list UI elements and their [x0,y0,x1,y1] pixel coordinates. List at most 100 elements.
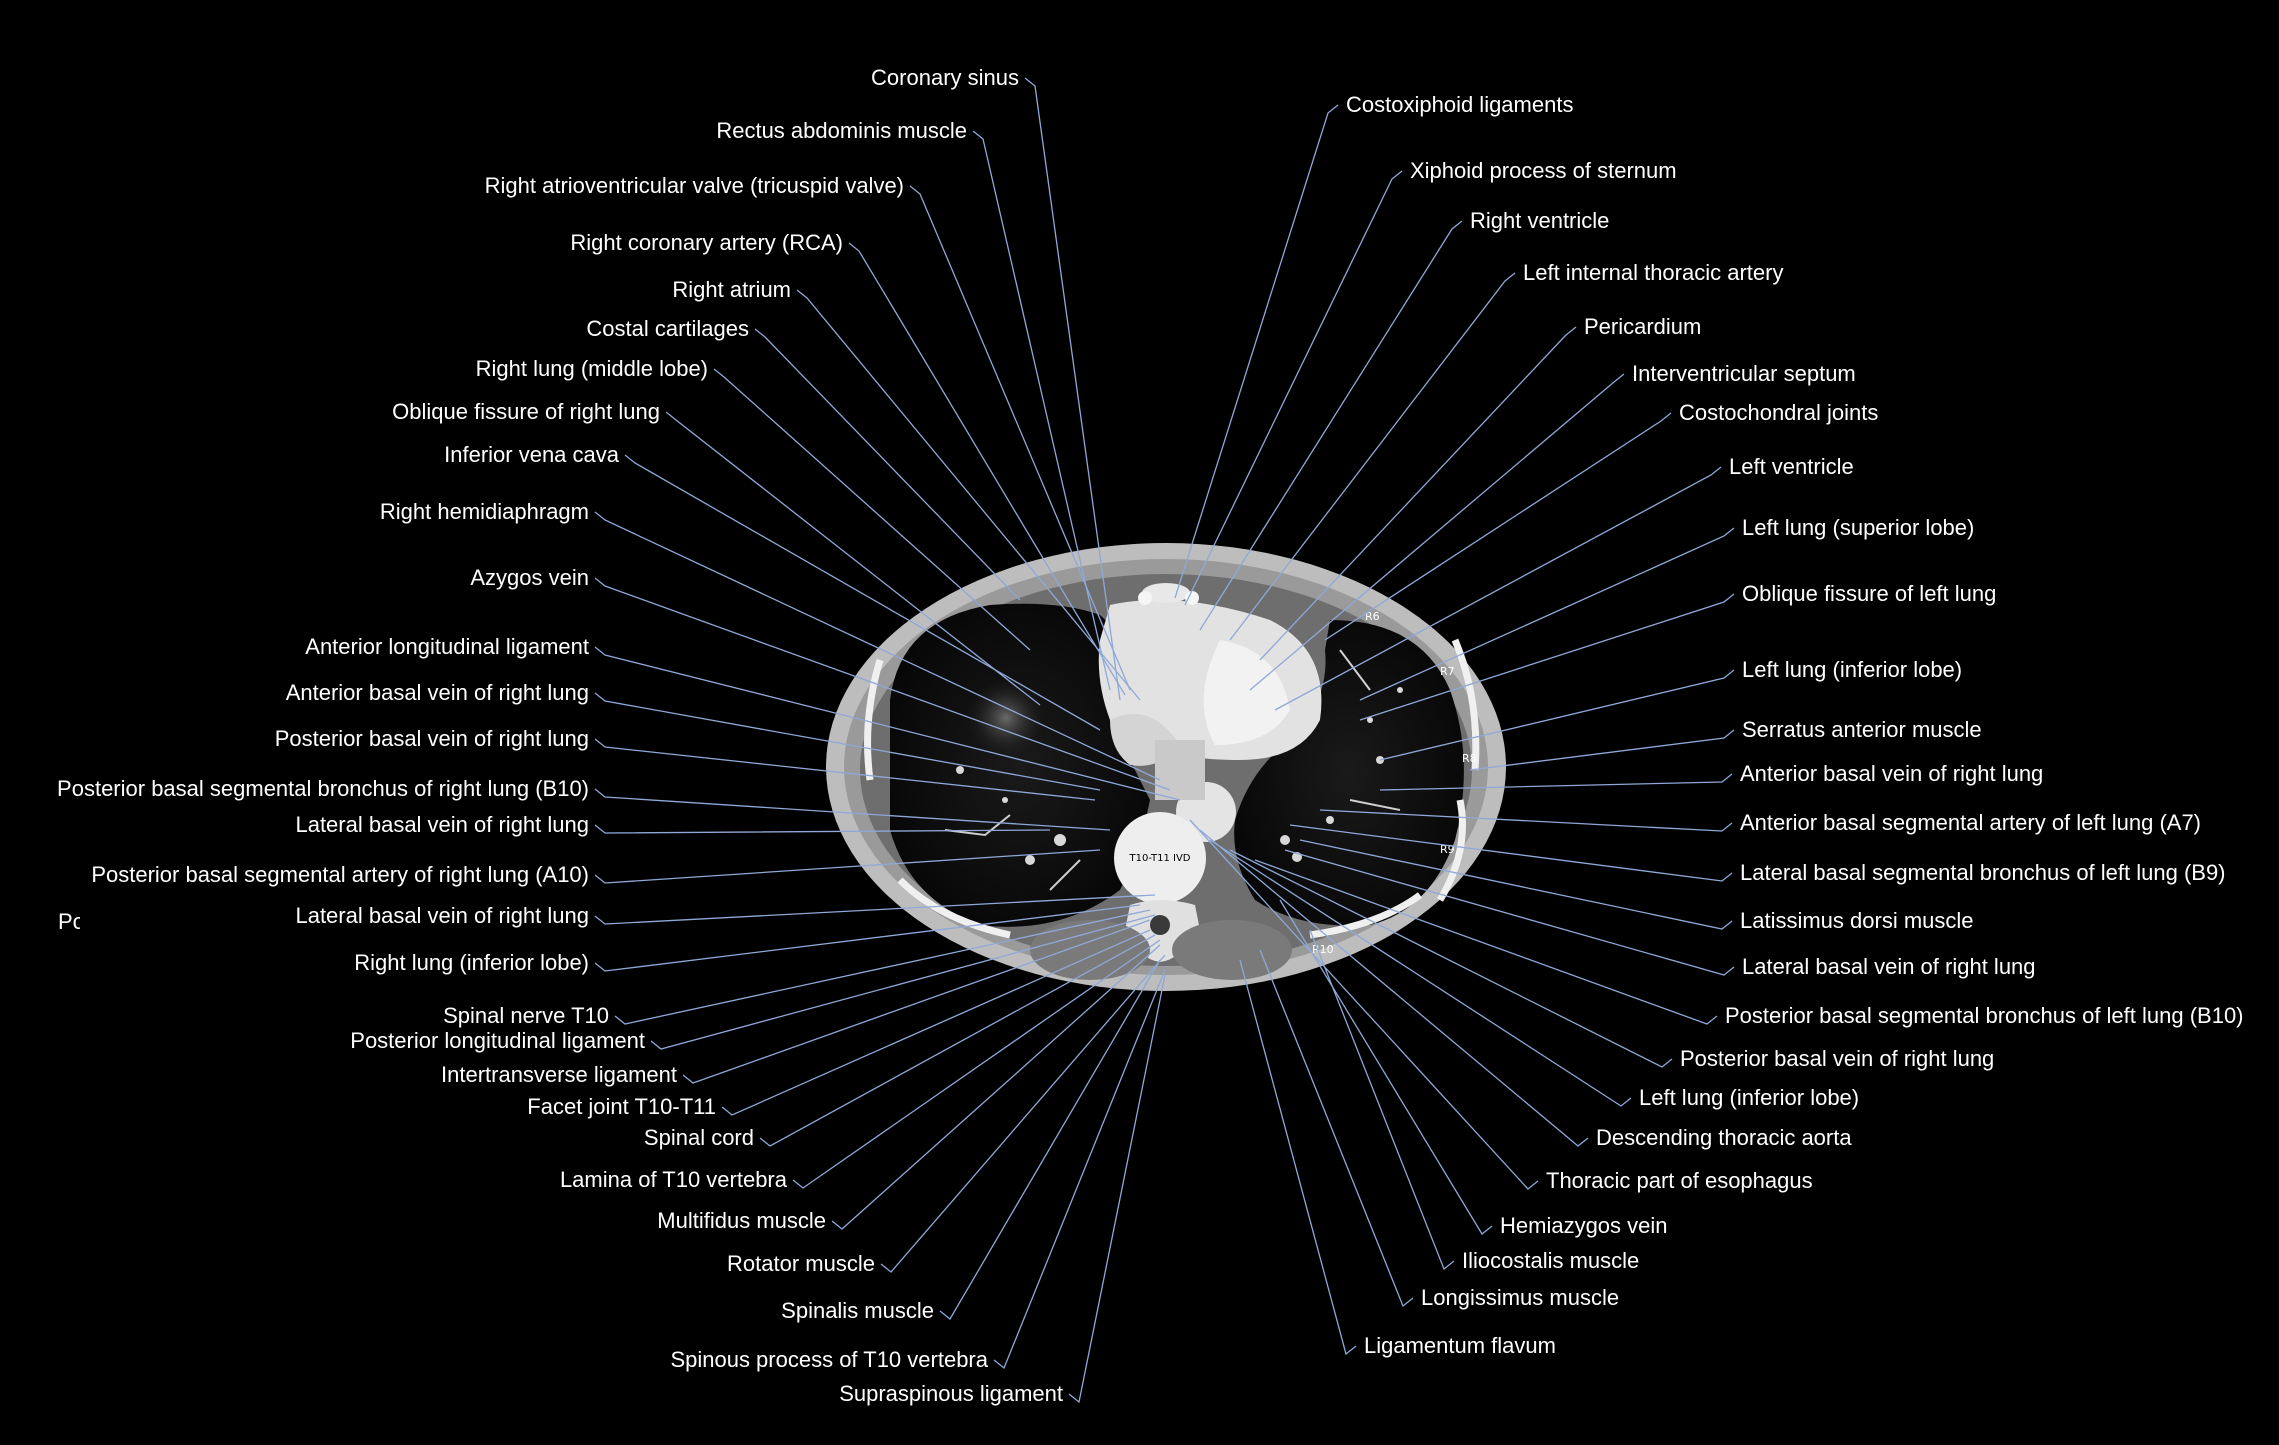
label-xiphoid-process-of-sternum: Xiphoid process of sternum [1410,158,1677,183]
leader-line [831,944,1161,1230]
leader-line [1254,859,1718,1025]
label-posterior-longitudinal-ligament: Posterior longitudinal ligament [350,1028,645,1053]
leader-line [1379,669,1735,761]
leader-line [1249,373,1625,691]
leader-line [909,185,1131,691]
label-right-coronary-artery-rca: Right coronary artery (RCA) [570,230,843,255]
leader-line [594,904,1141,972]
leader-line [939,959,1161,1320]
label-right-atrium: Right atrium [672,277,791,302]
label-thoracic-part-of-esophagus: Thoracic part of esophagus [1546,1168,1813,1193]
leader-line [650,914,1156,1050]
label-spinal-cord: Spinal cord [643,1125,754,1150]
label-posterior-basal-segmental-bronchus-of-right-lung-b10: Posterior basal segmental bronchus of ri… [57,776,589,801]
leader-line [594,894,1156,925]
label-anterior-longitudinal-ligament: Anterior longitudinal ligament [305,634,589,659]
label-latissimus-dorsi-muscle: Latissimus dorsi muscle [1740,908,1974,933]
label-facet-joint-t10-t11: Facet joint T10-T11 [527,1094,716,1119]
label-right-ventricle: Right ventricle [1470,208,1610,233]
leader-line [880,954,1166,1273]
leader-line [594,511,1161,781]
label-right-atrioventricular-valve-tricuspid-valve: Right atrioventricular valve (tricuspid … [484,173,904,198]
left-lung [1234,620,1464,926]
label-interventricular-septum: Interventricular septum [1632,361,1856,386]
label-lateral-basal-vein-of-right-lung: Lateral basal vein of right lung [295,812,589,837]
leader-line [1469,729,1735,771]
label-posterior-basal-segmental-artery-of-right-lung-a10: Posterior basal segmental artery of righ… [91,862,589,887]
label-anterior-basal-segmental-artery-of-left-lung-a7: Anterior basal segmental artery of left … [1740,810,2202,835]
label-azygos-vein: Azygos vein [470,565,589,590]
leader-line [682,919,1151,1084]
leader-line [1299,839,1733,930]
label-right-hemidiaphragm: Right hemidiaphragm [379,499,589,524]
label-left-internal-thoracic-artery: Left internal thoracic artery [1523,260,1784,285]
label-posterior-basal-segmental-bronchus-of-left-lung-b10: Posterior basal segmental bronchus of le… [1725,1003,2244,1028]
leader-line [1259,949,1414,1308]
leader-line [1184,170,1403,606]
leader-line [993,969,1166,1370]
label-iliocostalis-muscle: Iliocostalis muscle [1462,1248,1640,1273]
leader-line [1259,326,1577,661]
leader-line [796,289,1141,701]
label-costoxiphoid-ligaments: Costoxiphoid ligaments [1346,92,1574,117]
label-spinal-nerve-t10: Spinal nerve T10 [443,1003,609,1028]
rib-tag-r6: R6 [1365,610,1380,623]
leader-line [1189,819,1539,1190]
leader-line [721,929,1151,1116]
label-lateral-basal-vein-of-right-lung: Lateral basal vein of right lung [295,903,589,928]
label-coronary-sinus: Coronary sinus [871,65,1019,90]
leader-line [594,788,1111,831]
leader-line [1284,849,1735,976]
leader-line [594,646,1181,801]
leader-line [1379,773,1733,791]
label-ligamentum-flavum: Ligamentum flavum [1364,1333,1556,1358]
label-multifidus-muscle: Multifidus muscle [657,1208,826,1233]
label-anterior-basal-vein-of-right-lung: Anterior basal vein of right lung [1740,761,2044,786]
leader-line [594,577,1171,791]
leader-line [754,328,1021,601]
leader-line [594,692,1101,791]
label-anterior-basal-vein-of-right-lung: Anterior basal vein of right lung [285,680,589,705]
leader-line [1359,593,1735,721]
leader-line [594,849,1101,884]
leader-line [594,738,1096,801]
label-right-lung-middle-lobe: Right lung (middle lobe) [475,356,708,381]
label-left-lung-inferior-lobe: Left lung (inferior lobe) [1639,1085,1860,1110]
label-hemiazygos-vein: Hemiazygos vein [1500,1213,1668,1238]
leader-line [1274,466,1722,711]
label-right-lung-inferior-lobe: Right lung (inferior lobe) [354,950,589,975]
leader-line [1229,272,1516,641]
rib-tag-r10: R10 [1312,943,1334,956]
leader-line [1199,220,1463,631]
leader-line [1068,974,1166,1404]
label-rectus-abdominis-muscle: Rectus abdominis muscle [716,118,967,143]
clipped-label-fragment: Po [58,909,80,934]
label-pericardium: Pericardium [1584,314,1702,339]
label-longissimus-muscle: Longissimus muscle [1421,1285,1620,1310]
leader-line [1229,849,1673,1068]
label-supraspinous-ligament: Supraspinous ligament [839,1381,1063,1406]
rib-tag-r7: R7 [1440,665,1455,678]
leader-line [1279,899,1493,1235]
label-lateral-basal-vein-of-right-lung: Lateral basal vein of right lung [1742,954,2036,979]
rib-tag-r8: R8 [1462,752,1477,765]
leader-line [594,824,1051,834]
label-spinalis-muscle: Spinalis muscle [781,1298,934,1323]
leader-line [665,411,1041,706]
leader-line [1199,829,1589,1147]
label-descending-thoracic-aorta: Descending thoracic aorta [1596,1125,1852,1150]
label-lamina-of-t10-vertebra: Lamina of T10 vertebra [559,1167,787,1192]
label-left-lung-inferior-lobe: Left lung (inferior lobe) [1742,657,1963,682]
leader-line [1209,839,1632,1107]
leader-line [614,909,1151,1025]
leader-line [624,454,1101,731]
vertebra-tag: T10-T11 IVD [1128,853,1190,864]
vertebral-body [1114,812,1206,904]
label-posterior-basal-vein-of-right-lung: Posterior basal vein of right lung [274,726,589,751]
leader-line [1359,527,1735,701]
leader-line [1324,412,1672,641]
label-posterior-basal-vein-of-right-lung: Posterior basal vein of right lung [1680,1046,1995,1071]
label-oblique-fissure-of-left-lung: Oblique fissure of left lung [1742,581,1997,606]
